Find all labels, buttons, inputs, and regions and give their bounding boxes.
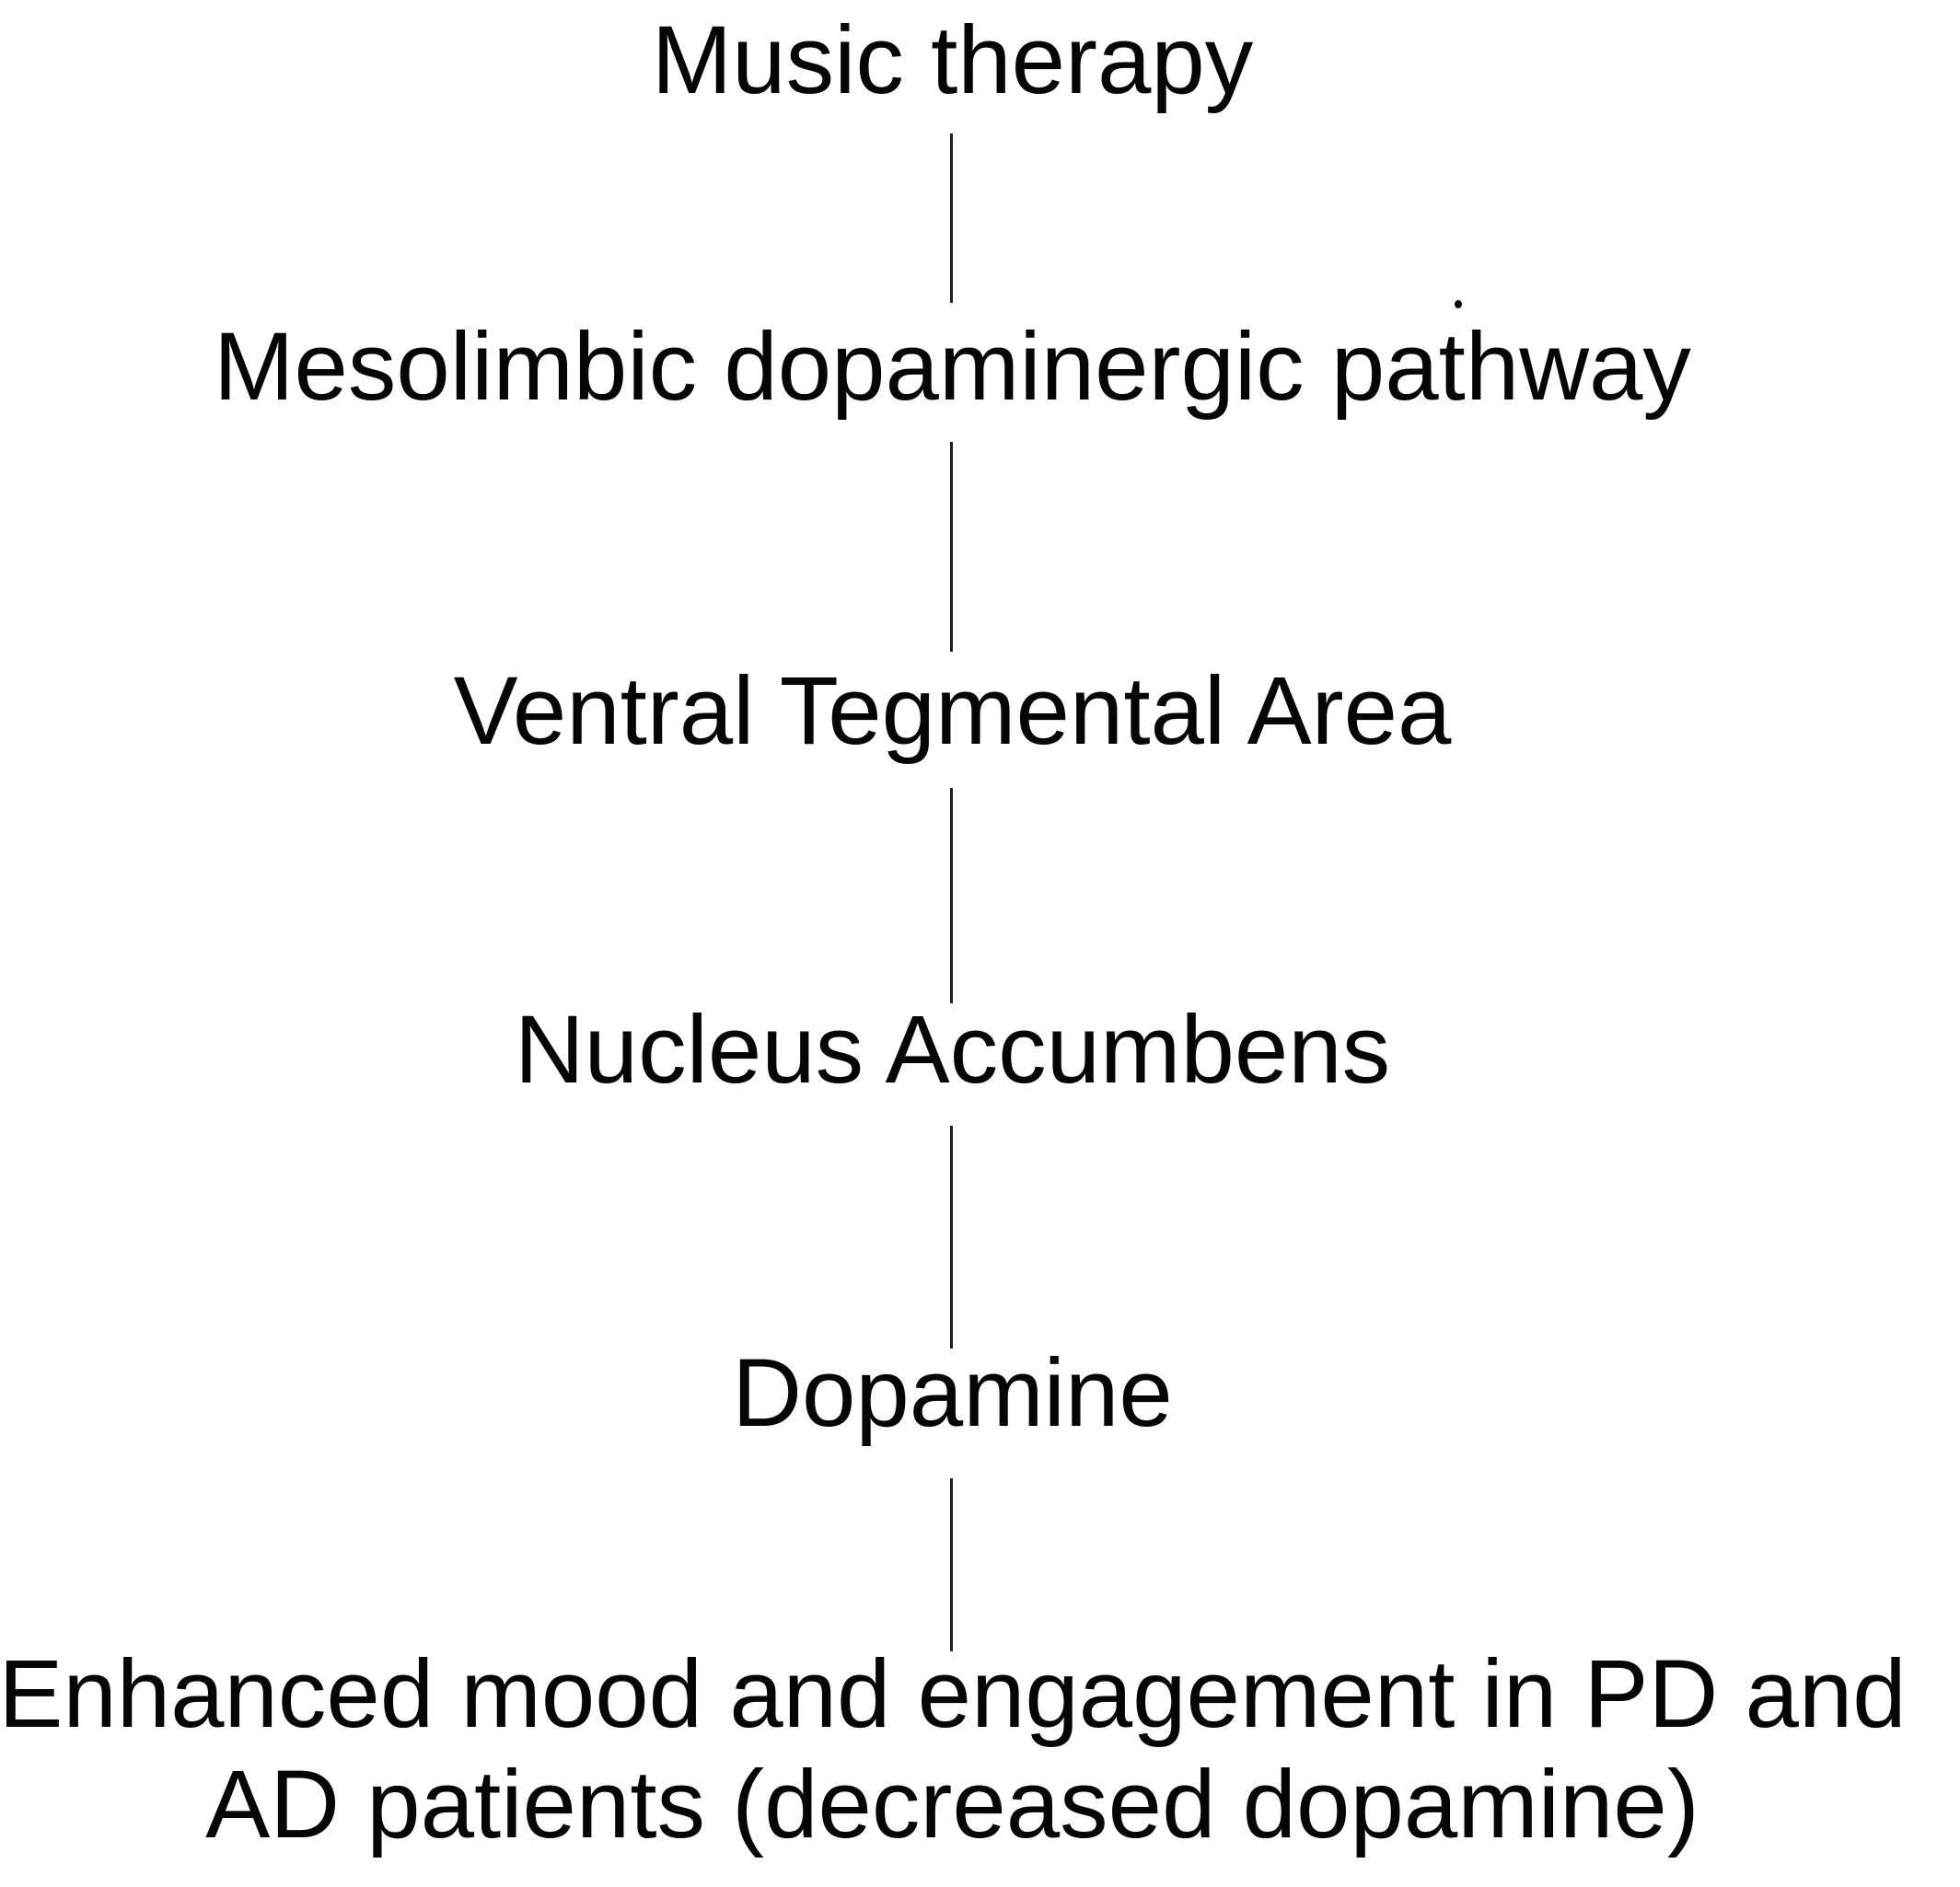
node-label: Ventral Tegmental Area [453, 657, 1452, 765]
node-label: Dopamine [732, 1339, 1173, 1447]
connector-line [950, 133, 953, 303]
node-label: Nucleus Accumbens [514, 996, 1391, 1104]
node-mesolimbic-dopaminergic-pathway: Mesolimbic dopaminergic pathway [0, 318, 1932, 415]
node-dopamine: Dopamine [0, 1345, 1932, 1441]
node-ventral-tegmental-area: Ventral Tegmental Area [0, 663, 1932, 759]
connector-line [950, 788, 953, 1003]
node-music-therapy: Music therapy [0, 12, 1932, 109]
connector-line [950, 1478, 953, 1651]
connector-line [950, 1126, 953, 1349]
connector-line [950, 442, 953, 652]
stray-dot-artifact [1455, 300, 1462, 308]
node-label-line-1: Enhanced mood and engagement in PD and [0, 1640, 1907, 1748]
node-label: Music therapy [651, 6, 1254, 114]
node-label-line-2: AD patients (decreased dopamine) [205, 1751, 1699, 1858]
node-nucleus-accumbens: Nucleus Accumbens [0, 1001, 1932, 1098]
node-label: Mesolimbic dopaminergic pathway [214, 313, 1691, 421]
node-outcome: Enhanced mood and engagement in PD and A… [0, 1639, 1932, 1860]
